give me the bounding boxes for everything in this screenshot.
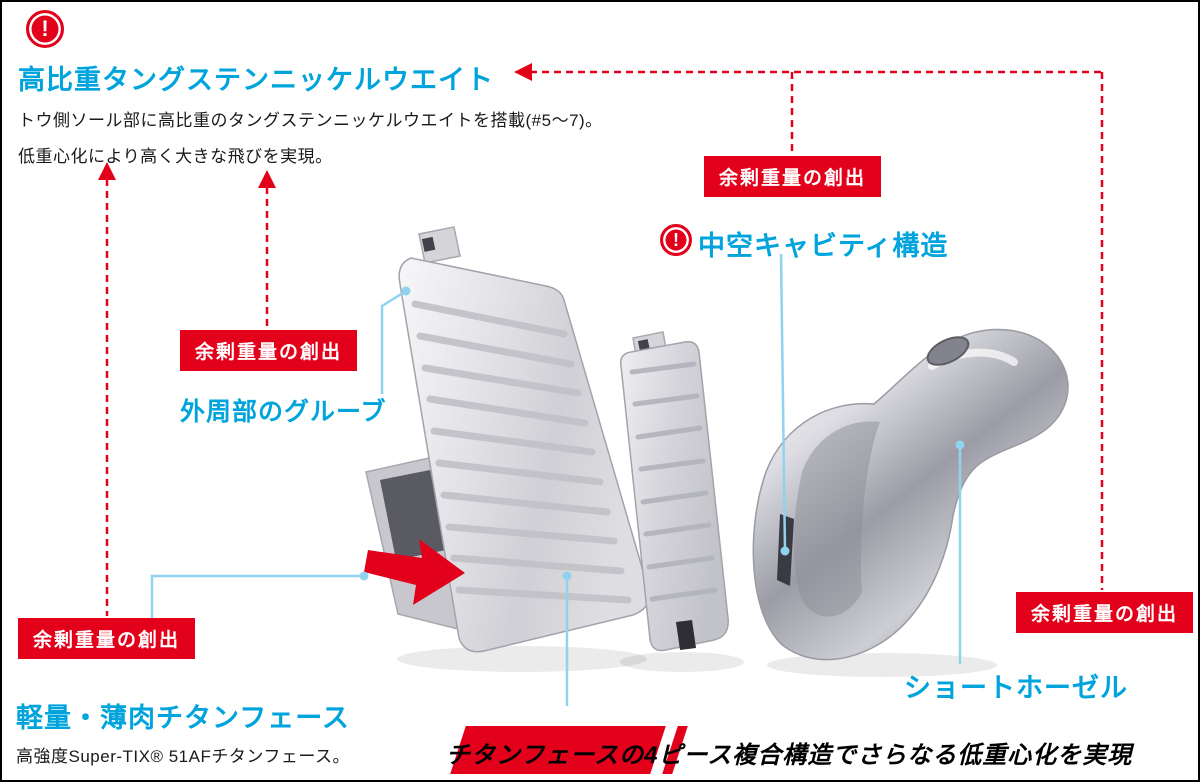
surplus-weight-badge-left: 余剰重量の創出 [180, 330, 358, 371]
alert-glyph: ! [41, 16, 49, 41]
heading-titanium-face: 軽量・薄肉チタンフェース [16, 703, 350, 733]
club-body-piece [619, 331, 729, 652]
alert-icon-hollow-cavity: ! [660, 224, 692, 256]
weight-flow-red-arrow [364, 539, 465, 605]
club-face-piece [364, 226, 650, 653]
alert-glyph: ! [673, 229, 679, 250]
surplus-weight-badge-top: 余剰重量の創出 [704, 156, 882, 197]
heading-perimeter-groove: 外周部のグルーブ [180, 398, 387, 426]
surplus-weight-badge-right: 余剰重量の創出 [1016, 592, 1194, 633]
connector-lines [150, 253, 962, 706]
tungsten-desc-line1: トウ側ソール部に高比重のタングステンニッケルウエイトを搭載(#5～7)。 [18, 111, 603, 130]
connector-dots [359, 286, 965, 581]
surplus-weight-badge-bottom-left: 余剰重量の創出 [18, 618, 196, 659]
bottom-banner-text: チタンフェースの4ピース複合構造でさらなる低重心化を実現 [446, 742, 1133, 769]
title-tungsten-weight: 高比重タングステンニッケルウエイト [18, 65, 494, 95]
heading-hollow-cavity: 中空キャビティ構造 [698, 231, 949, 261]
heading-short-hosel: ショートホーゼル [904, 673, 1128, 703]
alert-icon: ! [26, 10, 64, 48]
tungsten-desc-line2: 低重心化により高く大きな飛びを実現。 [18, 147, 333, 166]
titanium-face-desc: 高強度Super-TIX® 51AFチタンフェース。 [16, 747, 350, 766]
